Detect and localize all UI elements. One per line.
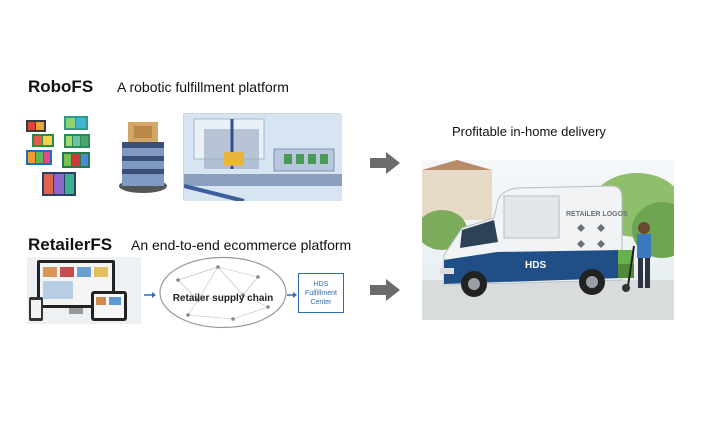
van-brand-text: HDS <box>525 260 546 271</box>
tote-stack-4 <box>64 116 88 130</box>
hds-box-line-2: Fulfillment <box>305 289 337 297</box>
delivery-title: Profitable in-home delivery <box>452 124 606 139</box>
colored-totes-image <box>26 116 90 196</box>
robofs-title: RoboFS <box>28 77 94 96</box>
supply-chain-network <box>159 256 287 329</box>
tote-stack-7 <box>42 172 76 196</box>
devices-illustration <box>29 260 127 321</box>
plant-illustration <box>183 114 342 203</box>
van-illustration: RETAILER LOGOS HDS <box>417 160 692 320</box>
robofs-tagline: A robotic fulfillment platform <box>117 79 289 95</box>
right-arrow-icon-2 <box>370 279 400 301</box>
hds-box-line-3: Center <box>310 298 332 306</box>
tote-stack-1 <box>26 120 46 132</box>
ecommerce-devices-image <box>27 257 141 324</box>
fulfillment-plant-image <box>183 113 342 203</box>
tote-stack-5 <box>64 134 90 148</box>
hds-fulfillment-center-box: HDS Fulfillment Center <box>298 273 344 313</box>
tote-stack-6 <box>62 152 90 168</box>
small-arrow-icon <box>144 292 156 298</box>
supply-chain-label: Retailer supply chain <box>172 293 274 304</box>
retailerfs-title: RetailerFS <box>28 235 113 254</box>
robot-tower-image <box>119 122 167 193</box>
tote-stack-2 <box>32 134 54 147</box>
right-arrow-icon <box>370 152 400 174</box>
retailerfs-tagline: An end-to-end ecommerce platform <box>131 237 352 253</box>
hds-box-line-1: HDS <box>313 280 329 288</box>
van-logo-marks <box>577 224 605 248</box>
delivery-van-image: RETAILER LOGOS HDS <box>417 160 692 320</box>
van-side-text: RETAILER LOGOS <box>566 211 628 218</box>
small-arrow-icon-2 <box>287 292 297 298</box>
tote-stack-3 <box>26 150 52 165</box>
